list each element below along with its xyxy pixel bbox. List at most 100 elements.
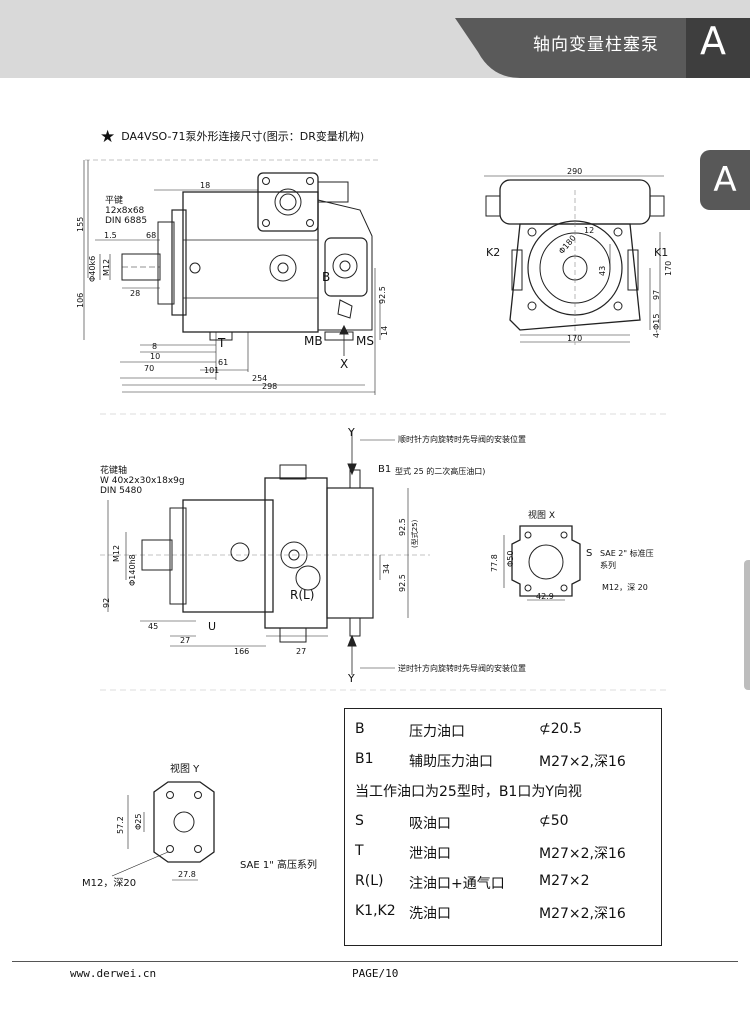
spec-name: 吸油口	[409, 816, 451, 832]
dim-298: 298	[262, 382, 278, 391]
dim-14: 14	[380, 325, 389, 336]
figure2-front-view	[484, 175, 665, 345]
dim-97: 97	[652, 289, 661, 300]
figure3-top-view	[100, 430, 430, 675]
footer-page-number: PAGE/10	[352, 967, 399, 980]
dim-170h: 170	[567, 334, 583, 343]
side-strip	[744, 560, 750, 690]
spec-port: B	[355, 721, 365, 737]
view-y-title: 视图 Y	[170, 764, 200, 775]
port-y-bottom: Y	[348, 672, 355, 685]
star-icon: ★	[100, 127, 116, 147]
spec-port: T	[355, 843, 364, 859]
port-ms: MS	[356, 334, 374, 348]
dim-43: 43	[598, 265, 607, 276]
spec-size: ⊄20.5	[539, 721, 582, 737]
dim-68: 68	[146, 231, 157, 240]
view-x-note1: SAE 2" 标准压	[600, 549, 654, 558]
view-x-drawing	[503, 525, 581, 601]
dim-m12-b: M12	[112, 544, 121, 562]
spec-size: ⊄50	[539, 813, 569, 829]
spec-name: 泄油口	[409, 846, 451, 862]
dim-92-5-bottom: 92.5	[398, 574, 407, 592]
dim-170v: 170	[664, 260, 673, 276]
dim-166: 166	[234, 647, 250, 656]
spec-size: M27×2,深16	[539, 754, 626, 770]
spec-port: S	[355, 813, 364, 829]
section-letter: A	[700, 19, 726, 63]
dim-d40k6: Φ40k6	[88, 255, 97, 282]
dim-27a: 27	[180, 636, 191, 645]
view-y-thread: M12，深20	[82, 878, 137, 889]
dim-101: 101	[204, 366, 220, 375]
dim-d25: Φ25	[134, 813, 143, 830]
spec-name: 注油口+通气口	[409, 876, 505, 892]
footer-website[interactable]: www.derwei.cn	[70, 967, 157, 980]
dim-92-5-top: 92.5	[398, 518, 407, 536]
spec-name: 洗油口	[409, 906, 451, 922]
dim-d50: Φ50	[506, 550, 515, 567]
view-x-thread: M12，深 20	[602, 583, 648, 592]
dim-45: 45	[148, 622, 159, 631]
dim-d140h8: Φ140h8	[128, 554, 137, 586]
view-x-title: 视图 X	[528, 511, 556, 521]
side-tab-letter: A	[713, 160, 737, 200]
view-y-series: SAE 1" 高压系列	[240, 860, 318, 871]
dim-57-2: 57.2	[116, 816, 125, 834]
port-b: B	[322, 270, 331, 284]
spline-label-2: W 40x2x30x18x9g	[100, 476, 185, 486]
dim-12: 12	[584, 226, 595, 235]
dim-254: 254	[252, 374, 268, 383]
dim-34: 34	[382, 563, 391, 574]
note-counterclockwise: 逆时针方向旋转时先导阀的安装位置	[398, 664, 526, 673]
dim-92-5: 92.5	[378, 286, 387, 304]
dim-77-8: 77.8	[490, 554, 499, 572]
spec-size: M27×2,深16	[539, 846, 626, 862]
dim-4-15: 4-Φ15	[652, 313, 661, 338]
dim-28: 28	[130, 289, 141, 298]
dim-106: 106	[76, 292, 85, 308]
port-k1: K1	[654, 246, 669, 259]
port-y-top: Y	[348, 426, 355, 439]
key-label-1: 平键	[105, 196, 124, 206]
side-tab[interactable]: A	[700, 150, 750, 210]
view-y-drawing	[111, 781, 215, 881]
dim-155: 155	[76, 216, 85, 232]
dim-1-5: 1.5	[104, 231, 117, 240]
spec-port: K1,K2	[355, 903, 396, 919]
port-spec-table: B 压力油口 ⊄20.5 B1 辅助压力油口 M27×2,深16 当工作油口为2…	[344, 708, 662, 946]
dim-10: 10	[150, 352, 161, 361]
port-mb: MB	[304, 334, 323, 348]
port-u: U	[208, 620, 217, 633]
port-k2: K2	[486, 246, 501, 259]
port-x: X	[340, 357, 349, 371]
dim-70: 70	[144, 364, 155, 373]
figure1-title: ★DA4VSO-71泵外形连接尺寸(图示：DR变量机构)	[100, 127, 365, 147]
figure1-side-view	[83, 159, 381, 395]
dim-61: 61	[218, 358, 229, 367]
spec-port: B1	[355, 751, 374, 767]
dim-27-8: 27.8	[178, 870, 196, 879]
spec-name: 辅助压力油口	[409, 754, 493, 770]
dim-92: 92	[102, 597, 111, 608]
dim-290: 290	[567, 167, 583, 176]
port-t: T	[218, 336, 226, 350]
footer-divider	[12, 961, 738, 962]
spline-label-3: DIN 5480	[100, 486, 143, 496]
header-title: 轴向变量柱塞泵	[533, 35, 659, 55]
dim-8: 8	[152, 342, 158, 351]
dim-18: 18	[200, 181, 211, 190]
dim-27b: 27	[296, 647, 307, 656]
port-rl: R(L)	[290, 588, 315, 602]
note-clockwise: 顺时针方向旋转时先导阀的安装位置	[398, 435, 526, 444]
spec-port: R(L)	[355, 873, 384, 889]
spec-size: M27×2,深16	[539, 906, 626, 922]
port-b1: B1	[378, 464, 392, 475]
note-b1: 型式 25 的二次高压油口)	[395, 467, 486, 476]
spline-label-1: 花键轴	[100, 466, 128, 476]
key-label-3: DIN 6885	[105, 216, 148, 226]
header-band	[0, 0, 750, 78]
spec-note: 当工作油口为25型时，B1口为Y向视	[355, 784, 582, 800]
dim-m12: M12	[102, 258, 111, 276]
